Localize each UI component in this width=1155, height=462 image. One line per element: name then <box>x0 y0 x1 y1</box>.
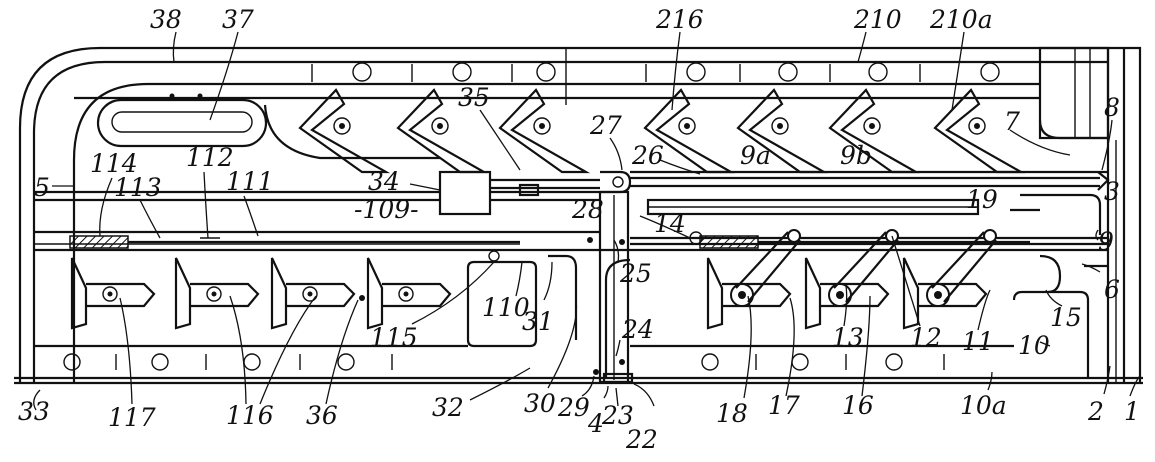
label-28: 28 <box>571 195 604 224</box>
label-17: 17 <box>768 391 800 420</box>
label-37: 37 <box>222 5 254 34</box>
label-10a: 10a <box>960 391 1007 420</box>
label-113: 113 <box>114 173 162 202</box>
label-116: 116 <box>226 401 274 430</box>
label-111: 111 <box>226 167 274 196</box>
label-109: -109- <box>354 195 419 224</box>
actuator-assembly <box>69 170 1030 249</box>
label-7: 7 <box>1004 107 1020 136</box>
label-33: 33 <box>18 397 50 426</box>
label-25: 25 <box>619 259 652 288</box>
lower-left-flaps <box>70 250 578 348</box>
central-column <box>587 190 634 384</box>
label-216: 216 <box>655 5 704 34</box>
label-114: 114 <box>90 149 138 178</box>
leader-lines <box>33 31 1141 411</box>
label-18: 18 <box>716 399 748 428</box>
label-1: 1 <box>1124 397 1140 426</box>
label-210: 210 <box>853 5 902 34</box>
label-110: 110 <box>482 293 530 322</box>
label-38: 38 <box>150 5 182 34</box>
label-36: 36 <box>306 401 338 430</box>
lower-right-flaps <box>706 229 1108 378</box>
label-4: 4 <box>587 409 604 438</box>
label-22: 22 <box>625 425 658 454</box>
label-2: 2 <box>1087 397 1104 426</box>
label-34: 34 <box>368 167 400 196</box>
label-24: 24 <box>621 315 654 344</box>
top-rail <box>74 62 1040 160</box>
label-8: 8 <box>1104 93 1120 122</box>
label-15: 15 <box>1050 303 1082 332</box>
label-5: 5 <box>34 173 50 202</box>
label-14: 14 <box>654 209 686 238</box>
label-26: 26 <box>631 141 664 170</box>
label-210a: 210a <box>929 5 993 34</box>
reference-labels: 38 37 216 210 210a 35 27 7 8 114 112 26 … <box>18 5 1140 454</box>
label-112: 112 <box>186 143 234 172</box>
label-11: 11 <box>962 327 994 356</box>
label-27: 27 <box>589 111 622 140</box>
label-16: 16 <box>842 391 874 420</box>
label-6: 6 <box>1104 275 1120 304</box>
label-9b: 9b <box>840 141 872 170</box>
label-117: 117 <box>108 403 156 432</box>
label-12: 12 <box>910 323 942 352</box>
label-9: 9 <box>1098 227 1114 256</box>
label-19: 19 <box>966 185 998 214</box>
label-13: 13 <box>832 323 864 352</box>
label-29: 29 <box>557 393 590 422</box>
label-9a: 9a <box>740 141 771 170</box>
label-10: 10 <box>1018 331 1050 360</box>
label-31: 31 <box>522 307 554 336</box>
label-35: 35 <box>458 83 490 112</box>
label-115: 115 <box>370 323 418 352</box>
label-23: 23 <box>601 401 634 430</box>
guide-rails <box>34 170 1110 252</box>
label-3: 3 <box>1104 177 1120 206</box>
housing <box>14 46 1143 385</box>
label-32: 32 <box>432 393 464 422</box>
label-30: 30 <box>524 389 556 418</box>
